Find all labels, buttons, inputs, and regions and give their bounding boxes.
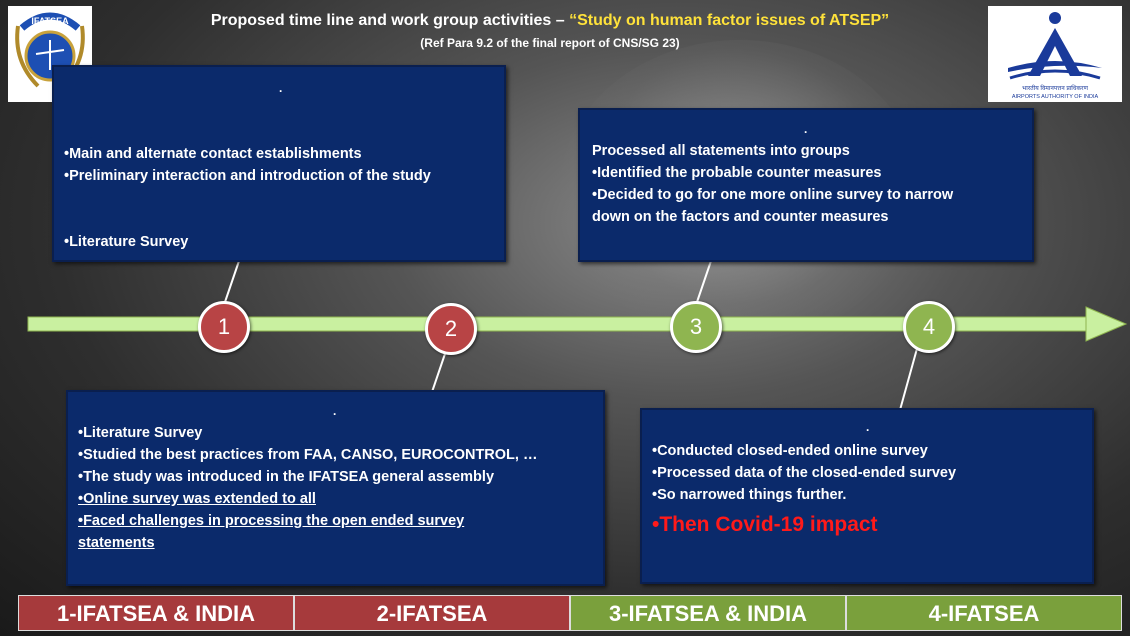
page-title: Proposed time line and work group activi… xyxy=(110,12,990,30)
list-item: •Identified the probable counter measure… xyxy=(592,165,882,181)
list-item: •So narrowed things further. xyxy=(652,487,847,503)
timeline-marker-2: 2 xyxy=(425,303,477,355)
title-prefix: Proposed time line and work group activi… xyxy=(210,12,570,29)
list-item: statements xyxy=(78,535,155,551)
list-item: •Literature Survey xyxy=(64,234,189,250)
timeline-arrow xyxy=(27,306,1128,342)
list-item: •Conducted closed-ended online survey xyxy=(652,443,928,459)
band-phase-4: 4-IFATSEA xyxy=(846,595,1122,631)
aai-logo: भारतीय विमानपत्तन प्राधिकरण AIRPORTS AUT… xyxy=(988,6,1122,102)
list-item: •Online survey was extended to all xyxy=(78,491,316,507)
list-item: •Literature Survey xyxy=(78,425,203,441)
list-item: down on the factors and counter measures xyxy=(592,209,889,225)
list-item: •Decided to go for one more online surve… xyxy=(592,187,954,203)
list-item: •The study was introduced in the IFATSEA… xyxy=(78,469,495,485)
band-phase-3: 3-IFATSEA & INDIA xyxy=(570,595,846,631)
box-dot: . xyxy=(279,81,283,95)
box-dot: . xyxy=(804,122,808,136)
list-item: •Preliminary interaction and introductio… xyxy=(64,168,431,184)
phase4-box: . •Conducted closed-ended online survey … xyxy=(640,408,1094,584)
phase2-box: . •Literature Survey •Studied the best p… xyxy=(66,390,605,586)
aai-caption-english: AIRPORTS AUTHORITY OF INDIA xyxy=(1012,94,1099,100)
phase1-box: . •Main and alternate contact establishm… xyxy=(52,65,506,262)
band-phase-1: 1-IFATSEA & INDIA xyxy=(18,595,294,631)
timeline-marker-3: 3 xyxy=(670,301,722,353)
list-item: •Main and alternate contact establishmen… xyxy=(64,146,362,162)
band-phase-2: 2-IFATSEA xyxy=(294,595,570,631)
phase3-box: . Processed all statements into groups •… xyxy=(578,108,1034,262)
title-highlight: “Study on human factor issues of ATSEP” xyxy=(569,12,890,29)
covid-impact-text: •Then Covid-19 impact xyxy=(652,513,878,536)
page-subtitle: (Ref Para 9.2 of the final report of CNS… xyxy=(420,36,680,50)
list-item: •Studied the best practices from FAA, CA… xyxy=(78,447,538,463)
list-item: Processed all statements into groups xyxy=(592,143,850,159)
timeline-marker-4: 4 xyxy=(903,301,955,353)
box-dot: . xyxy=(333,404,337,418)
aai-caption-hindi: भारतीय विमानपत्तन प्राधिकरण xyxy=(1022,84,1089,92)
list-item: •Faced challenges in processing the open… xyxy=(78,513,465,529)
box-dot: . xyxy=(866,420,870,434)
timeline-marker-1: 1 xyxy=(198,301,250,353)
ifatsea-logo-text: IFATSEA xyxy=(31,16,69,26)
list-item: •Processed data of the closed-ended surv… xyxy=(652,465,957,481)
